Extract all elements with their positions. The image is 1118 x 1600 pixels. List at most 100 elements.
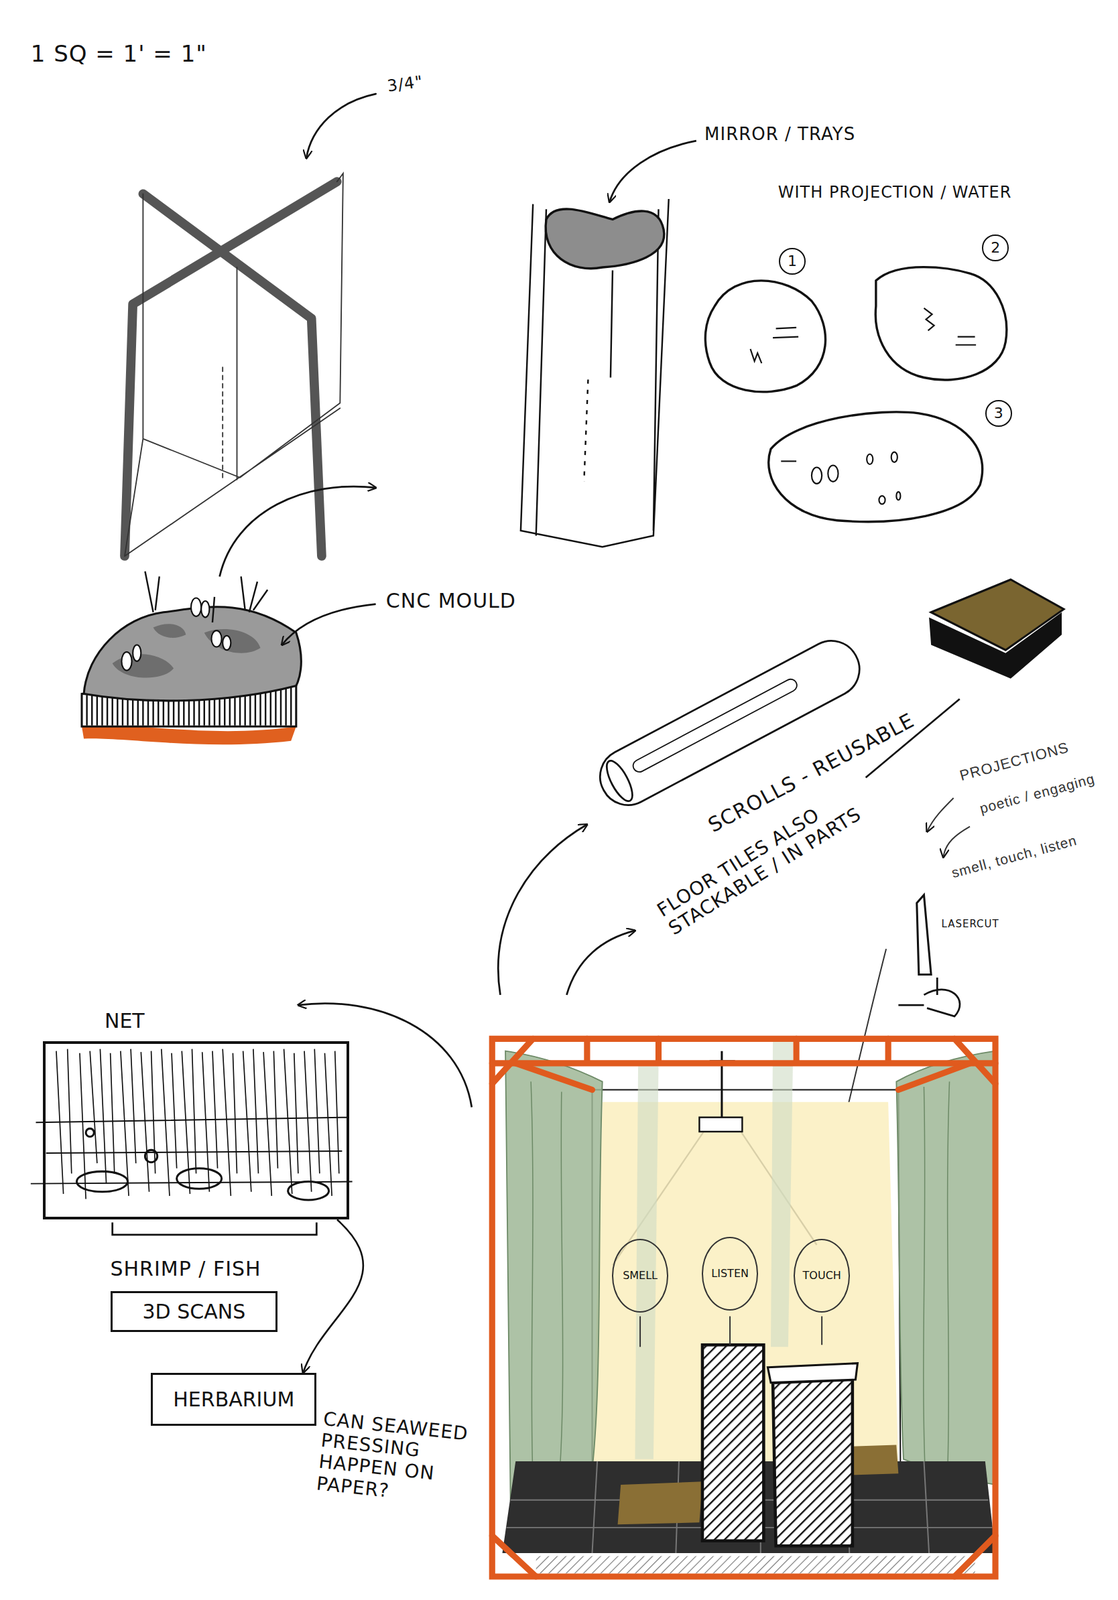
boxed-label: 3D SCANS <box>110 1291 279 1333</box>
net-sketch <box>298 1004 472 1108</box>
tray-shape <box>811 452 901 505</box>
node-text: 2 <box>990 239 1001 257</box>
scroll <box>590 631 870 816</box>
note: PROJECTIONS <box>957 738 1071 785</box>
cnc-mould <box>191 597 202 616</box>
booth <box>491 1038 996 1578</box>
booth <box>536 1557 976 1575</box>
tray-shape <box>875 267 1007 381</box>
net-sketch <box>56 1049 340 1200</box>
question-note: CAN SEAWEED PRESSING HAPPEN ON PAPER? <box>315 1408 492 1513</box>
note: SHRIMP / FISH <box>110 1258 262 1282</box>
net-sketch <box>288 1182 330 1201</box>
tray-shape <box>705 280 826 393</box>
note: WITH PROJECTION / WATER <box>778 183 1013 203</box>
mirror-stand <box>545 209 665 269</box>
tray-shape <box>827 465 838 482</box>
sense-sign: TOUCH <box>793 1239 850 1314</box>
scroll <box>601 757 638 805</box>
tray-shape <box>878 495 885 505</box>
booth <box>702 1345 764 1541</box>
cnc-mould <box>211 630 222 647</box>
booth <box>699 1118 742 1133</box>
cnc-mould <box>219 486 377 577</box>
note: poetic / engaging <box>977 770 1097 818</box>
node-text: SMELL <box>622 1270 658 1283</box>
trestle-frame <box>124 181 338 557</box>
cnc-mould <box>201 601 210 618</box>
node-text: LISTEN <box>711 1268 749 1281</box>
cnc-mould <box>121 597 231 671</box>
node-text: HERBARIUM <box>172 1388 295 1411</box>
node-text: TOUCH <box>802 1270 842 1283</box>
cnc-mould <box>112 624 261 678</box>
cnc-mould <box>144 571 268 623</box>
scroll <box>498 825 588 996</box>
booth <box>772 1380 853 1547</box>
tray-shape <box>923 308 976 346</box>
node-text: 1 <box>787 253 797 270</box>
mirror-stand <box>520 199 669 547</box>
projection-notes <box>926 798 954 832</box>
mirror-stand <box>609 140 696 202</box>
tray-shape <box>811 467 822 484</box>
projection-notes <box>943 827 970 858</box>
tray-shape <box>891 452 898 463</box>
net-sketch <box>144 1150 157 1163</box>
callout-number: 1 <box>778 247 806 275</box>
mirror-stand <box>583 380 588 482</box>
callout-number: 3 <box>985 400 1013 427</box>
part-name: CNC MOULD <box>386 589 517 614</box>
net-sketch <box>176 1168 222 1190</box>
floor-tile <box>930 579 1064 651</box>
node-text: 3D SCANS <box>142 1300 246 1324</box>
node-text: 3 <box>994 405 1004 422</box>
sense-sign: LISTEN <box>701 1237 759 1312</box>
projection-notes <box>898 977 960 1017</box>
cnc-mould <box>81 486 377 745</box>
tray-shape <box>780 460 797 462</box>
net-sketch <box>76 1128 329 1201</box>
trestle-frame <box>124 173 344 557</box>
net-sketch <box>112 1223 318 1236</box>
node-text: NET <box>104 1010 145 1033</box>
tray-shape <box>896 491 901 501</box>
part-name: MIRROR / TRAYS <box>704 124 856 145</box>
trestle-frame <box>306 93 377 159</box>
trestle-frame <box>124 173 344 557</box>
booth <box>640 1317 822 1348</box>
net-sketch <box>30 1004 472 1236</box>
tray-shape <box>705 267 1007 523</box>
booth <box>491 1038 996 1064</box>
booth <box>491 1038 996 1578</box>
mirror-stand <box>520 140 697 547</box>
cnc-mould <box>222 636 231 651</box>
net-sketch <box>30 1118 353 1185</box>
scale-note: 1 SQ = 1' = 1" <box>30 40 208 68</box>
cnc-mould <box>121 652 132 671</box>
tray-shape <box>768 412 983 523</box>
sense-sign: SMELL <box>611 1239 669 1314</box>
note: smell, touch, listen <box>949 832 1079 882</box>
booth <box>505 1051 603 1501</box>
booth <box>896 1051 996 1486</box>
cnc-mould <box>83 607 301 702</box>
tray-shape <box>866 454 873 465</box>
booth <box>491 1038 996 1578</box>
scroll <box>566 930 635 996</box>
booth <box>491 1038 996 1578</box>
cnc-mould <box>132 645 141 662</box>
scroll <box>590 631 870 816</box>
cnc-mould <box>282 604 377 646</box>
boxed-label: HERBARIUM <box>150 1373 317 1427</box>
arrow-connector <box>302 1219 364 1374</box>
trestle-frame <box>124 181 338 557</box>
net-frame: NET <box>42 1041 350 1221</box>
callout-number: 2 <box>981 234 1009 262</box>
scroll <box>630 677 799 775</box>
tray-shape <box>750 327 799 364</box>
trestle-frame <box>221 367 224 480</box>
